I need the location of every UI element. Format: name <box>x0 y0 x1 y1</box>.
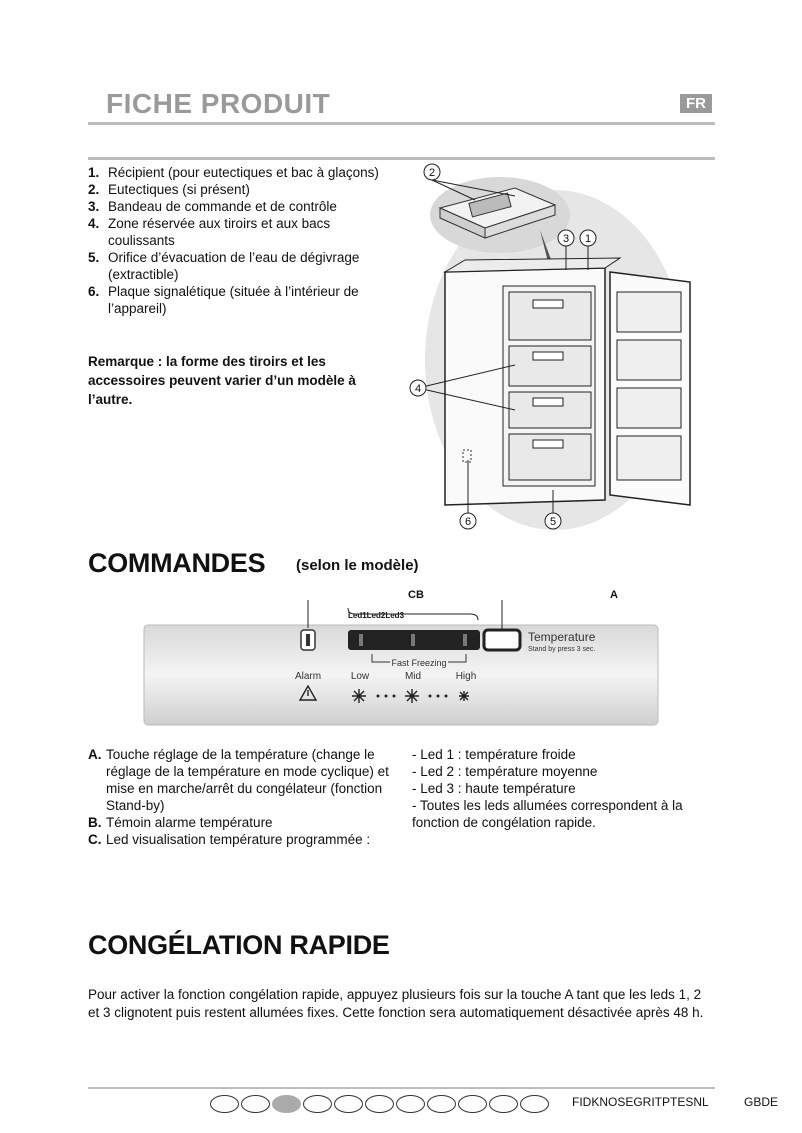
alarm-label: Alarm <box>295 671 321 682</box>
list-item: 6.Plaque signalétique (située à l’intéri… <box>88 284 359 316</box>
list-item: 4.Zone réservée aux tiroirs et aux bacs … <box>88 216 331 248</box>
language-tab[interactable] <box>396 1095 425 1113</box>
list-item: - Led 3 : haute température <box>412 781 576 796</box>
list-item: - Led 2 : température moyenne <box>412 764 598 779</box>
footer-languages: FIDKNOSEGRITPTESNL <box>572 1095 709 1109</box>
label-cb: CB <box>408 589 424 601</box>
parts-list: 1.Récipient (pour eutectiques et bac à g… <box>88 164 406 317</box>
temperature-label: Temperature <box>528 630 596 644</box>
language-tabs <box>210 1095 549 1113</box>
language-badge: FR <box>680 94 712 113</box>
high-label: High <box>456 671 477 682</box>
language-tab[interactable] <box>458 1095 487 1113</box>
language-tab-active[interactable] <box>272 1095 301 1113</box>
language-tab[interactable] <box>365 1095 394 1113</box>
footer-languages-2: GBDE <box>744 1095 779 1109</box>
callout-5: 5 <box>550 516 556 528</box>
callout-6: 6 <box>465 516 471 528</box>
list-item: B.Témoin alarme température <box>88 815 273 830</box>
temperature-button <box>482 628 522 652</box>
list-item: - Led 1 : température froide <box>412 747 576 762</box>
list-item: - Toutes les leds allumées correspondent… <box>412 798 683 830</box>
footer-rule <box>88 1087 715 1089</box>
mid-label: Mid <box>405 671 421 682</box>
language-tab[interactable] <box>334 1095 363 1113</box>
list-item: C.Led visualisation température programm… <box>88 832 371 847</box>
label-a: A <box>610 589 618 601</box>
standby-label: Stand by press 3 sec. <box>528 646 595 653</box>
header-rule <box>88 122 715 125</box>
list-item: 5.Orifice d’évacuation de l’eau de dégiv… <box>88 250 360 282</box>
page-title: FICHE PRODUIT <box>106 88 331 119</box>
controls-description-right: - Led 1 : température froide - Led 2 : t… <box>412 746 712 831</box>
freezer-diagram: 2 3 1 4 6 5 <box>409 163 691 530</box>
callout-4: 4 <box>415 383 421 395</box>
low-label: Low <box>351 671 370 682</box>
callout-2: 2 <box>429 167 435 179</box>
control-panel-diagram: Temperature Stand by press 3 sec. Fast F… <box>143 600 659 726</box>
language-tab[interactable] <box>303 1095 332 1113</box>
callout-3: 3 <box>563 233 569 245</box>
language-tab[interactable] <box>210 1095 239 1113</box>
language-tab[interactable] <box>520 1095 549 1113</box>
drawers <box>508 291 592 481</box>
note-text: Remarque : la forme des tiroirs et les a… <box>88 354 356 407</box>
callout-1: 1 <box>585 233 591 245</box>
congelation-text: Pour activer la fonction congélation rap… <box>88 987 704 1020</box>
leds-label: Led1Led2Led3 <box>348 611 405 620</box>
list-item: 2.Eutectiques (si présent) <box>88 182 250 197</box>
language-tab[interactable] <box>489 1095 518 1113</box>
controls-description-left: A.Touche réglage de la température (chan… <box>88 746 393 848</box>
commandes-title: COMMANDES <box>88 548 266 578</box>
congelation-title: CONGÉLATION RAPIDE <box>88 930 390 960</box>
list-item: A.Touche réglage de la température (chan… <box>88 747 389 813</box>
language-tab[interactable] <box>241 1095 270 1113</box>
list-item: 3.Bandeau de commande et de contrôle <box>88 199 337 214</box>
commandes-subtitle: (selon le modèle) <box>296 557 419 574</box>
snowflake-icons <box>352 689 469 703</box>
language-tab[interactable] <box>427 1095 456 1113</box>
list-item: 1.Récipient (pour eutectiques et bac à g… <box>88 165 379 180</box>
section-rule <box>88 157 715 160</box>
alarm-triangle-icon <box>298 684 318 701</box>
fast-freezing-label: Fast Freezing <box>391 658 446 668</box>
